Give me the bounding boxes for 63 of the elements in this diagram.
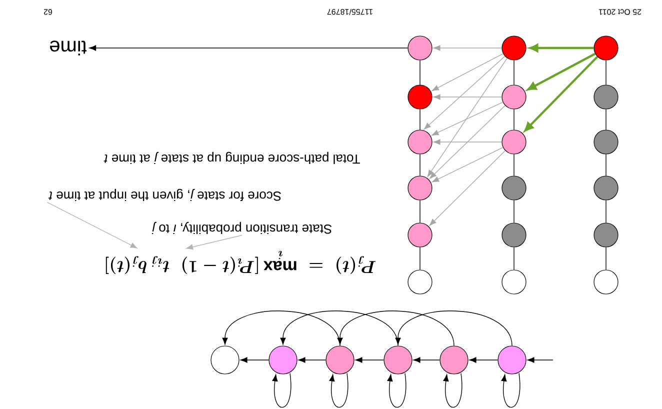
state-circle <box>408 176 432 200</box>
state-circle <box>408 130 432 154</box>
curved-arrow <box>395 310 512 346</box>
state-circle <box>594 270 618 294</box>
arrow <box>355 357 384 363</box>
self-loop-arrow <box>329 372 348 408</box>
arrow <box>240 357 270 363</box>
footer-text: 11755/18797 <box>327 9 372 15</box>
arrow <box>298 357 326 363</box>
state-circle <box>594 130 618 154</box>
arrow <box>524 56 598 132</box>
curved-arrow <box>222 310 340 346</box>
annotation-text: Score for state j, given the input at time t <box>48 188 281 202</box>
state-circle <box>498 346 526 374</box>
state-circle <box>594 36 618 60</box>
leader-line <box>186 234 242 250</box>
arrow <box>430 105 506 179</box>
state-circle <box>502 130 526 154</box>
state-circle <box>502 270 526 294</box>
arrow <box>89 45 408 51</box>
annotation-text: Total path-score ending up at state j at time t <box>104 152 360 164</box>
state-circle <box>594 176 618 200</box>
state-circle <box>408 222 432 248</box>
state-circle <box>268 346 298 374</box>
state-circle <box>440 346 468 374</box>
self-loop-arrow <box>272 372 292 408</box>
arrow <box>432 102 504 136</box>
footer-text: 25 Oct 2011 <box>598 9 642 15</box>
time-label: time <box>50 40 87 56</box>
state-circle <box>408 84 432 110</box>
leader-line <box>46 202 138 248</box>
self-loop-arrow <box>501 372 520 408</box>
arrow <box>424 56 506 130</box>
state-circle <box>210 346 240 374</box>
state-circle <box>594 84 618 110</box>
arrow <box>433 45 502 51</box>
arrow <box>413 357 440 363</box>
state-circle <box>502 176 526 200</box>
formula: $P_j(t)\;=\;\max\limits_i\,[P_i(t-1)\;\;t_{ij}\,b_j(t)]$ <box>106 250 376 274</box>
state-circle <box>408 270 432 294</box>
annotation-text: State transition probability, i to j <box>152 222 332 234</box>
arrow <box>427 58 508 177</box>
state-circle <box>502 84 526 110</box>
state-circle <box>408 36 432 60</box>
state-circle <box>502 222 526 248</box>
arrow <box>432 147 504 182</box>
arrow <box>433 139 502 145</box>
state-circle <box>502 36 526 60</box>
page-number: 62 <box>44 9 52 15</box>
state-circle <box>326 346 354 374</box>
state-circle <box>384 346 412 374</box>
curved-arrow <box>337 310 454 346</box>
self-loop-arrow <box>443 372 462 408</box>
state-circle <box>594 222 618 248</box>
curved-arrow <box>280 310 398 346</box>
arrow <box>432 53 504 91</box>
arrow <box>433 94 502 100</box>
arrow <box>529 44 594 52</box>
arrow <box>469 357 498 363</box>
self-loop-arrow <box>387 372 406 408</box>
arrow <box>527 52 596 90</box>
arrow <box>429 150 506 226</box>
arrow <box>527 357 554 363</box>
